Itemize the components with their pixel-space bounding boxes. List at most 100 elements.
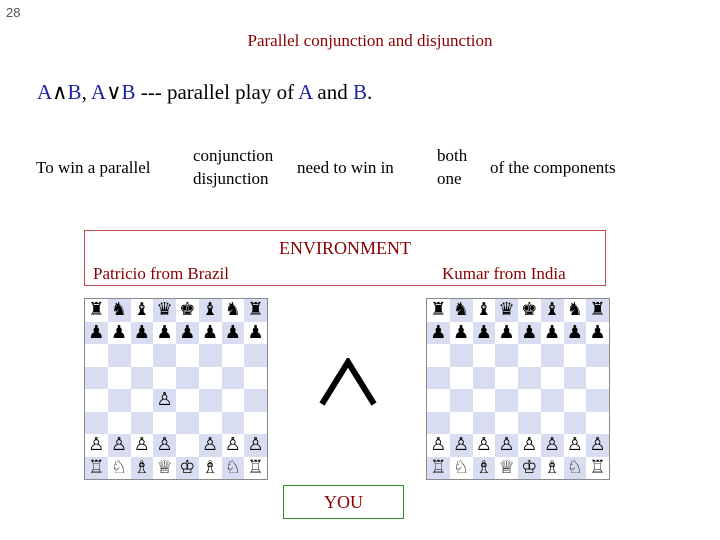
chess-piece-square[interactable]: ♔ xyxy=(518,457,541,480)
chess-square[interactable] xyxy=(473,412,496,435)
chess-square[interactable] xyxy=(564,412,587,435)
chess-piece-square[interactable]: ♙ xyxy=(450,434,473,457)
chess-piece-square[interactable]: ♖ xyxy=(85,457,108,480)
chess-piece-square[interactable]: ♙ xyxy=(518,434,541,457)
chess-piece-square[interactable]: ♙ xyxy=(564,434,587,457)
chess-square[interactable] xyxy=(199,367,222,390)
chess-square[interactable] xyxy=(131,344,154,367)
chess-square[interactable] xyxy=(541,389,564,412)
chess-piece-square[interactable]: ♛ xyxy=(153,299,176,322)
chess-piece-square[interactable]: ♞ xyxy=(450,299,473,322)
chess-piece-square[interactable]: ♚ xyxy=(518,299,541,322)
chess-piece-square[interactable]: ♝ xyxy=(541,299,564,322)
chess-square[interactable] xyxy=(541,367,564,390)
chess-piece-square[interactable]: ♝ xyxy=(199,299,222,322)
chess-piece-square[interactable]: ♙ xyxy=(473,434,496,457)
chess-square[interactable] xyxy=(586,389,609,412)
chess-square[interactable] xyxy=(564,344,587,367)
chess-square[interactable] xyxy=(541,344,564,367)
chess-square[interactable] xyxy=(153,412,176,435)
chess-piece-square[interactable]: ♘ xyxy=(108,457,131,480)
chess-square[interactable] xyxy=(518,412,541,435)
chess-piece-square[interactable]: ♖ xyxy=(427,457,450,480)
chess-square[interactable] xyxy=(85,412,108,435)
chess-piece-square[interactable]: ♞ xyxy=(222,299,245,322)
chess-piece-square[interactable]: ♙ xyxy=(495,434,518,457)
chess-piece-square[interactable]: ♙ xyxy=(85,434,108,457)
chess-square[interactable] xyxy=(450,367,473,390)
chess-square[interactable] xyxy=(518,389,541,412)
chess-piece-square[interactable]: ♝ xyxy=(131,299,154,322)
chess-square[interactable] xyxy=(427,412,450,435)
chess-piece-square[interactable]: ♟ xyxy=(108,322,131,345)
chess-piece-square[interactable]: ♙ xyxy=(108,434,131,457)
chess-piece-square[interactable]: ♙ xyxy=(199,434,222,457)
chess-piece-square[interactable]: ♟ xyxy=(586,322,609,345)
chess-square[interactable] xyxy=(108,389,131,412)
chess-piece-square[interactable]: ♟ xyxy=(541,322,564,345)
chess-piece-square[interactable]: ♙ xyxy=(153,434,176,457)
chess-square[interactable] xyxy=(85,344,108,367)
chess-square[interactable] xyxy=(176,344,199,367)
chess-square[interactable] xyxy=(176,367,199,390)
chess-square[interactable] xyxy=(176,412,199,435)
chess-piece-square[interactable]: ♗ xyxy=(199,457,222,480)
chess-piece-square[interactable]: ♟ xyxy=(518,322,541,345)
chess-piece-square[interactable]: ♞ xyxy=(564,299,587,322)
chess-square[interactable] xyxy=(244,344,267,367)
chess-square[interactable] xyxy=(586,412,609,435)
chess-piece-square[interactable]: ♙ xyxy=(586,434,609,457)
chess-square[interactable] xyxy=(427,344,450,367)
chess-piece-square[interactable]: ♙ xyxy=(131,434,154,457)
chess-piece-square[interactable]: ♟ xyxy=(564,322,587,345)
chess-piece-square[interactable]: ♘ xyxy=(564,457,587,480)
chess-square[interactable] xyxy=(495,412,518,435)
chess-square[interactable] xyxy=(199,344,222,367)
right-chessboard[interactable]: ♜♞♝♛♚♝♞♜♟♟♟♟♟♟♟♟♙♙♙♙♙♙♙♙♖♘♗♕♔♗♘♖ xyxy=(426,298,610,480)
chess-square[interactable] xyxy=(586,344,609,367)
chess-piece-square[interactable]: ♟ xyxy=(199,322,222,345)
chess-square[interactable] xyxy=(222,367,245,390)
chess-square[interactable] xyxy=(495,389,518,412)
chess-piece-square[interactable]: ♟ xyxy=(244,322,267,345)
chess-piece-square[interactable]: ♜ xyxy=(427,299,450,322)
chess-square[interactable] xyxy=(108,412,131,435)
chess-square[interactable] xyxy=(473,389,496,412)
chess-square[interactable] xyxy=(518,344,541,367)
chess-piece-square[interactable]: ♙ xyxy=(222,434,245,457)
chess-square[interactable] xyxy=(85,389,108,412)
chess-square[interactable] xyxy=(131,412,154,435)
chess-piece-square[interactable]: ♗ xyxy=(473,457,496,480)
chess-piece-square[interactable]: ♙ xyxy=(427,434,450,457)
chess-piece-square[interactable]: ♟ xyxy=(222,322,245,345)
chess-square[interactable] xyxy=(244,389,267,412)
chess-square[interactable] xyxy=(450,412,473,435)
chess-square[interactable] xyxy=(222,344,245,367)
chess-piece-square[interactable]: ♚ xyxy=(176,299,199,322)
chess-piece-square[interactable]: ♕ xyxy=(495,457,518,480)
chess-piece-square[interactable]: ♜ xyxy=(244,299,267,322)
chess-square[interactable] xyxy=(495,344,518,367)
chess-piece-square[interactable]: ♗ xyxy=(541,457,564,480)
chess-square[interactable] xyxy=(176,434,199,457)
chess-square[interactable] xyxy=(564,367,587,390)
chess-square[interactable] xyxy=(108,344,131,367)
chess-piece-square[interactable]: ♕ xyxy=(153,457,176,480)
chess-piece-square[interactable]: ♖ xyxy=(244,457,267,480)
chess-square[interactable] xyxy=(131,389,154,412)
chess-piece-square[interactable]: ♙ xyxy=(244,434,267,457)
chess-piece-square[interactable]: ♖ xyxy=(586,457,609,480)
chess-square[interactable] xyxy=(427,367,450,390)
chess-square[interactable] xyxy=(85,367,108,390)
chess-piece-square[interactable]: ♛ xyxy=(495,299,518,322)
chess-square[interactable] xyxy=(427,389,450,412)
chess-square[interactable] xyxy=(473,344,496,367)
chess-square[interactable] xyxy=(518,367,541,390)
chess-square[interactable] xyxy=(199,412,222,435)
chess-square[interactable] xyxy=(153,367,176,390)
chess-square[interactable] xyxy=(176,389,199,412)
chess-piece-square[interactable]: ♝ xyxy=(473,299,496,322)
chess-piece-square[interactable]: ♞ xyxy=(108,299,131,322)
chess-square[interactable] xyxy=(450,344,473,367)
chess-piece-square[interactable]: ♙ xyxy=(541,434,564,457)
